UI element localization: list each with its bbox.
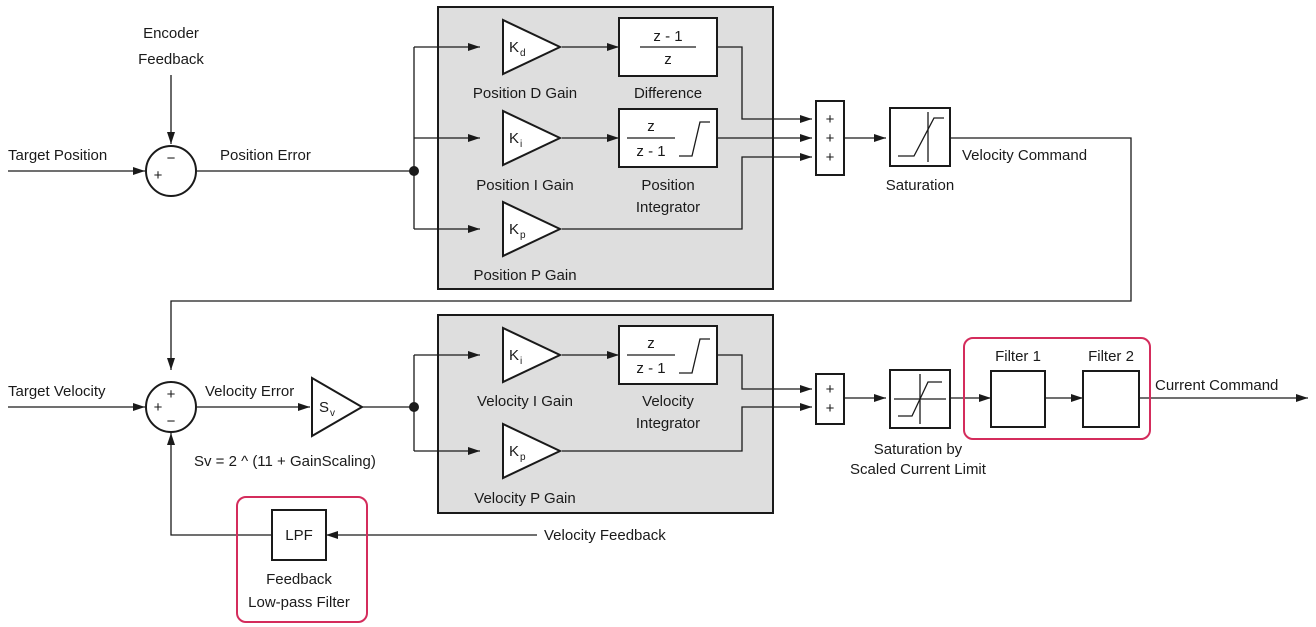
velocity-sum-junction [145,381,197,433]
kp-gain-triangle [502,200,563,258]
velocity-sum-block [815,373,845,425]
velocity-error-junction [409,402,419,412]
lpf-block [271,509,327,561]
saturation-block [889,107,951,167]
velocity-kp-triangle [502,422,563,480]
position-gain-group [437,6,774,290]
sv-gain-triangle [311,376,364,438]
sv-subscript: v [330,408,335,419]
encoder-feedback-label-2: Feedback [138,51,204,68]
position-integrator-denominator: z - 1 [636,143,665,160]
filter-2-block [1082,370,1140,428]
feedback-lpf-label: Feedback [266,571,332,588]
lpf-label: LPF [285,527,313,544]
position-error-junction [409,166,419,176]
velocity-error-label: Velocity Error [205,383,294,400]
kd-subscript: d [520,48,526,59]
position-sum-plus-1: + [826,111,835,128]
position-loop-wires [8,43,1132,370]
kp-symbol: K [509,221,519,238]
kp-subscript: p [520,230,526,241]
sv-symbol: S [319,399,329,416]
filters-highlight [963,337,1151,440]
kd-gain-triangle [502,18,563,76]
position-error-label: Position Error [220,147,311,164]
velocity-i-gain-label: Velocity I Gain [477,393,573,410]
velocity-p-gain-label: Velocity P Gain [474,490,575,507]
saturation-curve-icon [898,117,944,157]
velocity-ki-symbol: K [509,347,519,364]
position-sum-plus-3: + [826,149,835,166]
velocity-sum-plus-top: + [167,386,176,403]
saturation-scaled-label: Saturation by [874,441,963,458]
velocity-kp-symbol: K [509,443,519,460]
velocity-integrator-denominator: z - 1 [636,360,665,377]
position-sum-minus: − [167,150,176,167]
position-sum-plus-2: + [826,130,835,147]
velocity-ki-subscript: i [520,356,522,367]
velocity-sum-plus-left: + [154,399,163,416]
position-sum-plus: + [154,167,163,184]
velocity-feedback-label: Velocity Feedback [544,527,666,544]
velocity-sum-minus: − [167,413,176,430]
saturation-label: Saturation [886,177,954,194]
velocity-ki-triangle [502,326,563,384]
velocity-integrator-limit-icon [679,338,710,374]
ki-symbol: K [509,130,519,147]
position-integrator-numerator: z [647,118,655,135]
saturation-scaled-label-2: Scaled Current Limit [850,461,987,478]
velocity-gain-group [437,314,774,514]
velocity-integrator-numerator: z [647,335,655,352]
velocity-integrator-label-2: Integrator [636,415,700,432]
target-position-label: Target Position [8,147,107,164]
current-saturation-curve-icon [898,381,942,417]
filter-1-block [990,370,1046,428]
sv-formula-label: Sv = 2 ^ (11 + GainScaling) [194,453,376,470]
position-sum-junction [145,145,197,197]
velocity-kp-subscript: p [520,452,526,463]
feedback-lpf-label-2: Low-pass Filter [248,594,350,611]
velocity-command-label: Velocity Command [962,147,1087,164]
position-sum-block [815,100,845,176]
difference-numerator: z - 1 [653,28,682,45]
velocity-integrator-label: Velocity [642,393,694,410]
position-d-gain-label: Position D Gain [473,85,577,102]
difference-denominator: z [664,51,672,68]
current-command-label: Current Command [1155,377,1278,394]
ki-subscript: i [520,139,522,150]
kd-symbol: K [509,39,519,56]
velocity-sum-plus-2: + [826,400,835,417]
lpf-highlight [236,496,368,623]
ki-gain-triangle [502,109,563,167]
encoder-feedback-label: Encoder [143,25,199,42]
difference-label: Difference [634,85,702,102]
velocity-sum-plus-1: + [826,381,835,398]
target-velocity-label: Target Velocity [8,383,106,400]
filter-2-label: Filter 2 [1088,348,1134,365]
position-integrator-label: Position [641,177,694,194]
position-p-gain-label: Position P Gain [473,267,576,284]
position-integrator-limit-icon [679,121,710,157]
filter-1-label: Filter 1 [995,348,1041,365]
position-i-gain-label: Position I Gain [476,177,574,194]
position-integrator-label-2: Integrator [636,199,700,216]
